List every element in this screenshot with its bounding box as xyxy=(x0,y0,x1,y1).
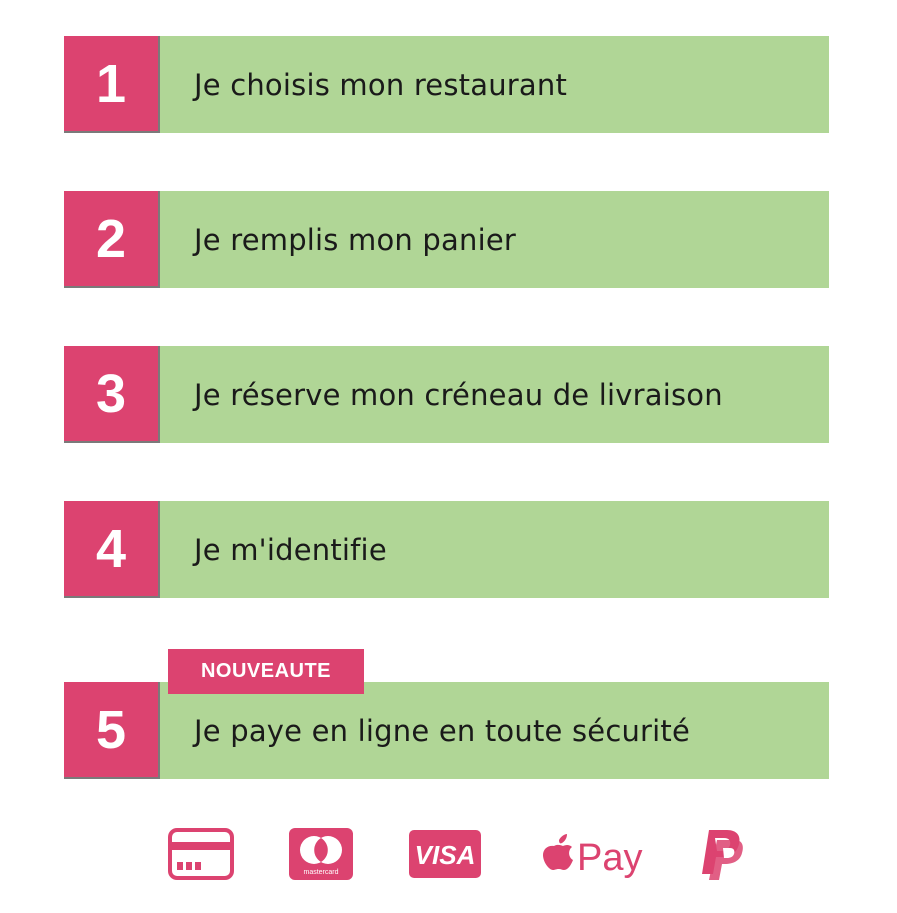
step-number: 5 xyxy=(64,682,160,779)
step-bar: Je choisis mon restaurant xyxy=(160,36,829,133)
step-number: 3 xyxy=(64,346,160,443)
step-bar: Je remplis mon panier xyxy=(160,191,829,288)
step-5: 5 Je paye en ligne en toute sécurité xyxy=(64,682,829,779)
step-bar: Je m'identifie xyxy=(160,501,829,598)
step-1: 1 Je choisis mon restaurant xyxy=(64,36,829,133)
step-4: 4 Je m'identifie xyxy=(64,501,829,598)
step-number: 4 xyxy=(64,501,160,598)
step-number: 2 xyxy=(64,191,160,288)
payment-methods: mastercard VISA Pay xyxy=(0,826,897,882)
step-label: Je réserve mon créneau de livraison xyxy=(194,377,723,412)
new-badge: NOUVEAUTE xyxy=(168,649,364,694)
step-label: Je remplis mon panier xyxy=(194,222,517,257)
step-label: Je choisis mon restaurant xyxy=(194,67,568,102)
paypal-icon xyxy=(697,826,745,882)
step-label: Je m'identifie xyxy=(194,532,387,567)
apple-pay-text: Pay xyxy=(577,837,642,879)
visa-icon: VISA xyxy=(409,826,481,882)
step-number: 1 xyxy=(64,36,160,133)
step-bar: Je réserve mon créneau de livraison xyxy=(160,346,829,443)
visa-text: VISA xyxy=(415,840,476,870)
step-label: Je paye en ligne en toute sécurité xyxy=(194,713,691,748)
step-2: 2 Je remplis mon panier xyxy=(64,191,829,288)
apple-pay-icon: Pay xyxy=(537,826,645,882)
mastercard-text: mastercard xyxy=(303,869,338,876)
step-bar: Je paye en ligne en toute sécurité xyxy=(160,682,829,779)
step-3: 3 Je réserve mon créneau de livraison xyxy=(64,346,829,443)
mastercard-icon: mastercard xyxy=(289,826,353,882)
credit-card-icon xyxy=(168,826,234,882)
